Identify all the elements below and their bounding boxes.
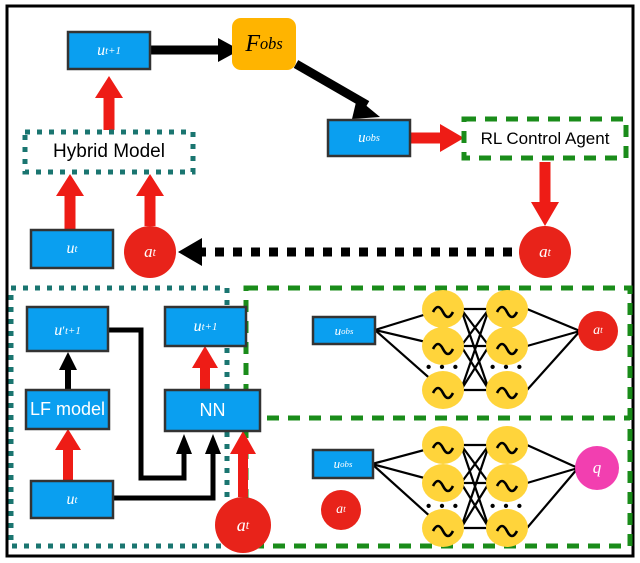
arrow-uobs-to-rlagent — [410, 124, 464, 152]
fobs-box — [232, 18, 296, 70]
wire-ut-to-nn — [113, 434, 221, 501]
critic-action-input-node — [321, 490, 361, 530]
hybrid-model-box — [22, 129, 196, 175]
arrow-fobs-to-uobs — [293, 60, 380, 119]
arrow-rlagent-to-at — [531, 162, 559, 226]
u-next-box — [66, 30, 152, 71]
a-t-node-left — [124, 226, 176, 278]
actor-network-edges — [374, 307, 581, 392]
arrow-at-to-hybrid — [136, 174, 164, 226]
rl-control-agent-box — [461, 116, 629, 161]
arrow-unext-to-fobs — [150, 38, 240, 62]
arrow-lf-to-uprime — [59, 352, 77, 390]
critic-network-edges — [371, 443, 579, 530]
actor-output-node — [578, 311, 618, 351]
outer-frame — [5, 4, 635, 558]
arrow-ut-to-lf — [55, 429, 81, 482]
arrow-at-feedback-dotted — [178, 238, 512, 266]
nn-box — [163, 388, 262, 433]
hybrid-model-detail-panel — [8, 285, 230, 549]
critic-input-box — [311, 448, 375, 480]
critic-output-node — [575, 446, 619, 490]
a-t-node-right — [519, 226, 571, 278]
u-obs-box — [326, 118, 412, 158]
arrow-hybrid-to-unext — [95, 76, 123, 130]
u-t-box — [29, 228, 115, 270]
wire-uprime-to-nn — [108, 327, 192, 481]
arrow-at-to-nn — [230, 431, 256, 497]
u-prime-next-box — [25, 305, 110, 353]
panel-a-t-node — [215, 497, 271, 553]
lf-model-box — [24, 388, 111, 431]
panel-u-next-box — [163, 305, 248, 348]
actor-hidden-neurons — [422, 290, 528, 409]
panel-u-t-box — [29, 479, 115, 520]
arrow-nn-to-unext — [192, 346, 218, 390]
arrow-ut-to-hybrid — [56, 174, 84, 230]
actor-input-box — [311, 315, 377, 346]
critic-hidden-neurons — [422, 426, 528, 547]
